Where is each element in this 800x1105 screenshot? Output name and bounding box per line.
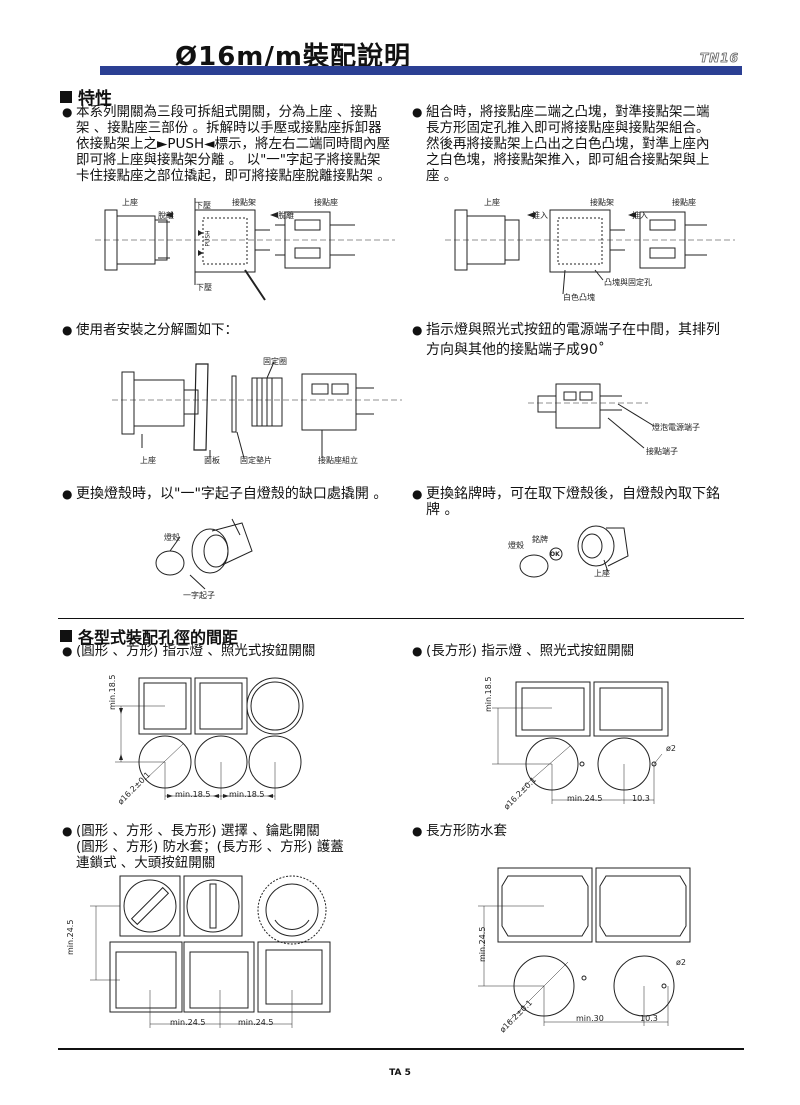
text-line: 依接點架上之►PUSH◄標示，將左右二端同時間內壓 xyxy=(76,136,391,152)
text-line: 組合時，將接點座二端之凸塊，對準接點架二端 xyxy=(426,104,710,120)
dim-10-3-rect: 10.3 xyxy=(632,794,650,803)
dim-min24-5-rect: min.24.5 xyxy=(567,794,603,803)
dim-min18-5-rect-vertical: min.18.5 xyxy=(484,676,493,712)
fig1-press-bottom-label: 下壓 xyxy=(196,283,212,292)
features-right-text: ●組合時，將接點座二端之凸塊，對準接點架二端 長方形固定孔推入即可將接點座與接點… xyxy=(412,104,710,184)
section-square-icon xyxy=(60,90,72,103)
power-heading: ●指示燈與照光式按鈕的電源端子在中間，其排列 方向與其他的接點端子成90˚ xyxy=(412,322,720,358)
dim-10-3-wp: 10.3 xyxy=(640,1014,658,1023)
nameplate-ok-label: OK xyxy=(550,551,560,558)
spacing-item-2-heading: ●(長方形) 指示燈 、照光式按鈕開關 xyxy=(412,643,635,659)
text-line: 之白色塊，將接點架推入，即可組合接點架與上 xyxy=(426,152,710,168)
lamp-shell-label: 燈殼 xyxy=(164,533,180,542)
install-upper-label: 上座 xyxy=(140,456,156,465)
fig2-contact-base-label: 接點座 xyxy=(672,198,696,207)
section-square-icon xyxy=(60,630,72,642)
lamp-cover-diagram xyxy=(155,518,253,590)
nameplate-plate-label: 銘牌 xyxy=(532,535,548,544)
install-exploded-diagram xyxy=(112,361,402,459)
fig1-detach-label: 脫離 xyxy=(158,211,174,220)
text-line: 本系列開關為三段可拆組式開關，分為上座 、接點 xyxy=(76,104,378,120)
text-line: 長方形固定孔推入即可將接點座與接點架組合。 xyxy=(426,120,710,136)
fig1-contact-base-label: 接點座 xyxy=(314,198,338,207)
section-divider xyxy=(58,618,744,619)
nameplate-heading: ●更換銘牌時，可在取下燈殼後，自燈殼內取下銘 牌 。 xyxy=(412,486,720,518)
footer-rule xyxy=(58,1048,744,1050)
fig2-push-in-label-2: 推入 xyxy=(632,211,648,220)
fig1-detach-label-2: 脫離 xyxy=(278,211,294,220)
page-number: TA 5 xyxy=(389,1068,411,1078)
dim-min24-5-selector-b: min.24.5 xyxy=(238,1018,274,1027)
fig2-upper-label: 上座 xyxy=(484,198,500,207)
spacing-item-4-heading: ●長方形防水套 xyxy=(412,823,507,839)
fig1-contact-frame-label: 接點架 xyxy=(232,198,256,207)
spacing-item-3-heading: ●(圓形 、方形 、長方形) 選擇 、鑰匙開關 (圓形 、方形) 防水套；(長方… xyxy=(62,823,344,871)
spacing-diagram-rectangular xyxy=(492,681,669,804)
dim-phi2-rect: ø2 xyxy=(666,744,676,753)
lamp-terminal-label: 燈泡電源端子 xyxy=(652,423,700,432)
fig1-press-top-label: 下壓 xyxy=(195,201,211,210)
dim-min30-wp: min.30 xyxy=(576,1014,604,1023)
panel-label: 面板 xyxy=(204,456,220,465)
spacing-diagram-round-square xyxy=(115,677,304,800)
nameplate-diagram xyxy=(519,525,629,578)
install-heading: ●使用者安裝之分解圖如下： xyxy=(62,322,238,338)
disassembly-diagram xyxy=(95,198,395,301)
header-bar xyxy=(100,66,742,75)
dim-min18-5-a: min.18.5 xyxy=(175,790,211,799)
power-terminal-diagram xyxy=(528,383,655,449)
dim-min24-5-wp-vertical: min.24.5 xyxy=(478,926,487,962)
text-line: 架 、接點座三部份 。拆解時以手壓或接點座拆卸器 xyxy=(76,120,382,136)
text-line: 即可將上座與接點架分離 。 以"一"字起子將接點架 xyxy=(76,152,381,168)
fig2-white-boss-label: 白色凸塊 xyxy=(563,293,595,302)
series-code: TN16 xyxy=(700,51,739,66)
nameplate-upper-label: 上座 xyxy=(594,569,610,578)
screwdriver-label: 一字起子 xyxy=(183,591,215,600)
spacing-heading: 各型式裝配孔徑的間距 xyxy=(60,624,238,648)
dim-min24-5-selector-a: min.24.5 xyxy=(170,1018,206,1027)
base-assembly-label: 接點座組立 xyxy=(318,456,358,465)
fig2-contact-frame-label: 接點架 xyxy=(590,198,614,207)
spacing-item-1-heading: ●(圓形 、方形) 指示燈 、照光式按鈕開關 xyxy=(62,643,316,659)
features-left-text: ●本系列開關為三段可拆組式開關，分為上座 、接點 架 、接點座三部份 。拆解時以… xyxy=(62,104,391,184)
features-heading: 特性 xyxy=(60,84,112,109)
dim-min24-5-selector-vertical: min.24.5 xyxy=(66,919,75,955)
dim-min18-5-b: min.18.5 xyxy=(229,790,265,799)
assembly-diagram xyxy=(445,209,735,295)
lamp-cover-heading: ●更換燈殼時，以"一"字起子自燈殼的缺口處撬開 。 xyxy=(62,486,388,502)
text-line: 然後再將接點架上凸出之白色凸塊，對準上座內 xyxy=(426,136,710,152)
fig2-boss-hole-label: 凸塊與固定孔 xyxy=(604,278,652,287)
fig1-upper-label: 上座 xyxy=(122,198,138,207)
nameplate-shell-label: 燈殼 xyxy=(508,541,524,550)
fig2-push-in-label: 推入 xyxy=(532,211,548,220)
text-line: 座 。 xyxy=(426,168,458,184)
fix-spacer-label: 固定墊片 xyxy=(240,456,272,465)
spacing-diagram-selector xyxy=(90,875,331,1028)
fig1-push-label: PUSH xyxy=(204,230,212,247)
text-line: 卡住接點座之部位撬起，即可將接點座脫離接點架 。 xyxy=(76,168,391,184)
contact-terminal-label: 接點端子 xyxy=(646,447,678,456)
dim-min18-5-vertical: min.18.5 xyxy=(108,674,117,710)
dim-phi2-wp: ø2 xyxy=(676,958,686,967)
spacing-diagram-waterproof xyxy=(478,867,691,1026)
fix-ring-label: 固定圈 xyxy=(263,357,287,366)
